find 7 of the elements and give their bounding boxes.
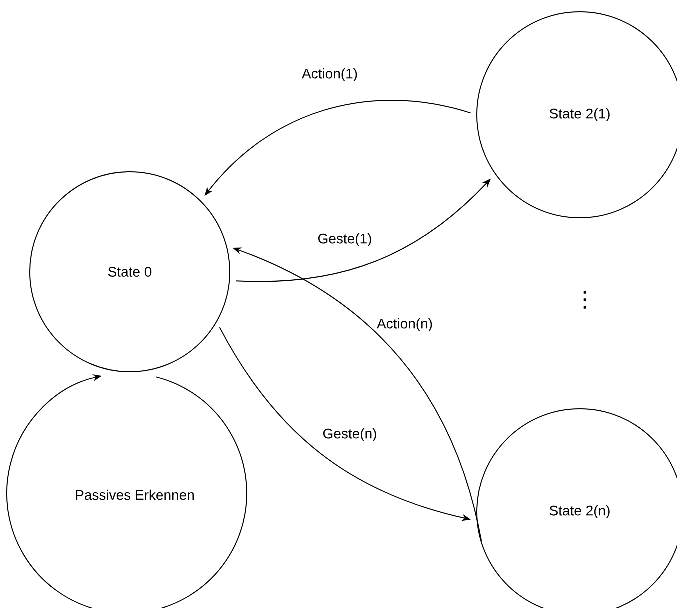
edge-label: Action(1): [301, 67, 360, 83]
ellipsis: ⋮: [584, 291, 586, 309]
edge-label: Action(n): [376, 317, 434, 333]
edge-label: Geste(1): [316, 232, 374, 248]
edge-label: Passives Erkennen: [74, 488, 196, 502]
edge-label: Geste(n): [322, 427, 378, 443]
loop-arrow: [6, 374, 248, 608]
